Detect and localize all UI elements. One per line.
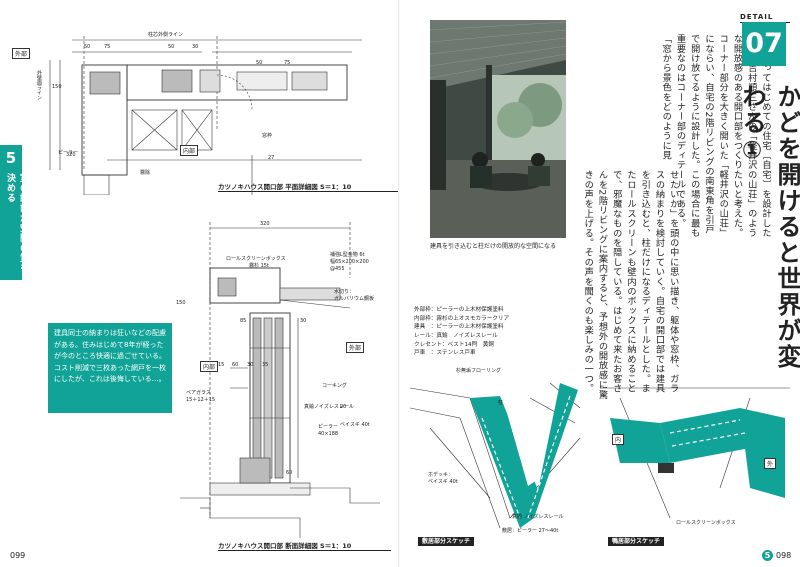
- plan-peeler-label: ピーラー: [58, 150, 79, 156]
- section-detail-drawing: [180, 222, 380, 538]
- spec-item: 内部枠：霧杉の上オスモカラークリア: [414, 315, 510, 322]
- section-exterior-label: 外部: [346, 342, 365, 353]
- section-pair-glass-label: ペアガラス: [186, 390, 211, 396]
- section-dim-3: 30: [247, 362, 254, 368]
- plan-dim-9: 75: [284, 60, 291, 66]
- sketch2-roll-screen-label: ロールスクリーンボックス: [676, 520, 736, 526]
- spec-item: レール：真鍮 ノイズレスレール: [414, 332, 498, 339]
- section-drip-spec: ガルバリウム鋼板: [334, 296, 375, 302]
- spec-item: クレセント：ベスト14閂 黄銅: [414, 341, 494, 348]
- spec-item: 建具 ：ピーラーの上木材保護塗料: [414, 324, 504, 331]
- section-caulking-label: コーキング: [322, 383, 347, 389]
- section-roll-screen-spec-label: 霧杉 15t: [249, 263, 269, 269]
- sketch2-interior-label: 内: [612, 434, 625, 445]
- sketch1-deck-spec: ベイスギ 40t: [428, 479, 458, 485]
- chapter-title: 室の設計が空間の質を決める: [5, 173, 28, 273]
- head-sketch: [600, 387, 790, 519]
- section-dim-top: 320: [260, 221, 270, 227]
- section-badge-icon: 5: [762, 550, 773, 561]
- body-column-1: 私にとってはじめての住宅〔自宅〕を設計したとき、吉村順三さんの「軽井沢の山荘」の…: [660, 34, 771, 238]
- right-page-number: 098: [776, 551, 792, 560]
- detail-number: 07: [742, 22, 786, 66]
- spec-list: 外部枠：ピーラーの上木材保護塗料 内部枠：霧杉の上オスモカラークリア 建具 ：ピ…: [414, 306, 509, 358]
- note-box: 建具同士の納まりは狂いなどの配慮がある。住みはじめて8年が経ったが今のところ快適…: [48, 323, 172, 413]
- section-rail-label: 真鍮ノイズレスレール: [304, 404, 354, 410]
- plan-dim-5: 150: [52, 84, 62, 90]
- threshold-sketch: [410, 382, 581, 529]
- sketch1-deck-label: ホデッキ：: [428, 472, 454, 478]
- section-steel-angle-label: 補強L型金物 6t: [330, 252, 365, 258]
- section-peeler-label: ピーラー: [318, 424, 339, 430]
- plan-dim-3: 50: [168, 44, 175, 50]
- headline: かどを開けると世界が変わる①: [738, 84, 800, 370]
- photo-caption: 建具を引き込むと柱だけの開放的な空間になる: [430, 243, 557, 250]
- section-pair-glass-spec: 15＋12＋15: [186, 397, 216, 403]
- section-dim-8: 150: [176, 300, 186, 306]
- section-steel-angle-pitch: @455: [330, 266, 345, 272]
- plan-detail-drawing: [49, 36, 362, 195]
- detail-label: DETAIL: [740, 13, 774, 21]
- section-base-label: ベイスギ 40t: [340, 422, 370, 428]
- plan-exterior-label: 外部: [12, 48, 31, 59]
- living-room-photo: [430, 20, 566, 238]
- section-dim-5: 85: [240, 318, 247, 324]
- plan-interior-label: 内部: [180, 145, 199, 156]
- section-dim-7: 20: [340, 404, 347, 410]
- section-caption: カツノキハウス開口部 断面詳細図 S＝1：10: [218, 540, 392, 551]
- left-page-number: 099: [10, 551, 26, 560]
- section-dim-4: 35: [262, 362, 269, 368]
- chapter-number: 5: [5, 149, 17, 167]
- section-interior-label: 内部: [200, 361, 219, 372]
- body-column-2: せたいか」を頭の中に思い描き、躯体や窓枠、ガラスの納まりを検討していく。自宅の開…: [582, 170, 679, 400]
- section-dim-2: 60: [232, 362, 239, 368]
- plan-wall-line-2-label: 外壁面ライン: [36, 70, 42, 100]
- plan-caption: カツノキハウス開口部 平面詳細図 S＝1：10: [218, 181, 422, 192]
- plan-dim-1: 50: [84, 44, 91, 50]
- section-roll-screen-label: ロールスクリーンボックス: [226, 256, 286, 262]
- section-drip-label: 水切り：: [334, 289, 355, 295]
- section-dim-6: 30: [300, 318, 307, 324]
- section-dim-1: 15: [218, 362, 225, 368]
- section-peeler-spec: 40×188: [318, 431, 339, 437]
- sketch1-rail-label: 真鍮 ノイズレスレール: [512, 514, 564, 520]
- spec-item: 外部枠：ピーラーの上木材保護塗料: [414, 307, 504, 313]
- plan-sill-label: 窓枠: [262, 133, 273, 139]
- plan-wall-line-label: 柱芯外側ライン: [148, 32, 184, 38]
- plan-dim-2: 75: [104, 44, 111, 50]
- sketch1-post-label: 柱: [498, 400, 504, 406]
- plan-eave-label: 霧除: [140, 170, 151, 176]
- plan-dim-6: 320: [66, 152, 76, 158]
- sketch1-sill-label: 敷居：ピーラー 27～40t: [502, 528, 559, 534]
- sketch2-caption: 鴨居部分スケッチ: [608, 537, 665, 546]
- plan-dim-8: 50: [256, 60, 263, 66]
- spec-item: 戸車 ：ステンレス戸車: [414, 350, 476, 357]
- sketch2-exterior-label: 外: [764, 458, 777, 469]
- plan-dim-7: 27: [268, 155, 275, 161]
- left-page: 5 室の設計が空間の質を決める: [0, 32, 422, 560]
- section-dim-9: 60: [286, 470, 293, 476]
- photo-image: [430, 20, 566, 238]
- section-steel-angle-spec: 幅65×200×200: [330, 259, 369, 265]
- sketch1-caption: 敷居部分スケッチ: [418, 537, 475, 546]
- chapter-tab: 5 室の設計が空間の質を決める: [0, 145, 28, 280]
- sketch1-floor-label: 杉無垢フローリング: [456, 368, 502, 374]
- plan-dim-4: 30: [192, 44, 199, 50]
